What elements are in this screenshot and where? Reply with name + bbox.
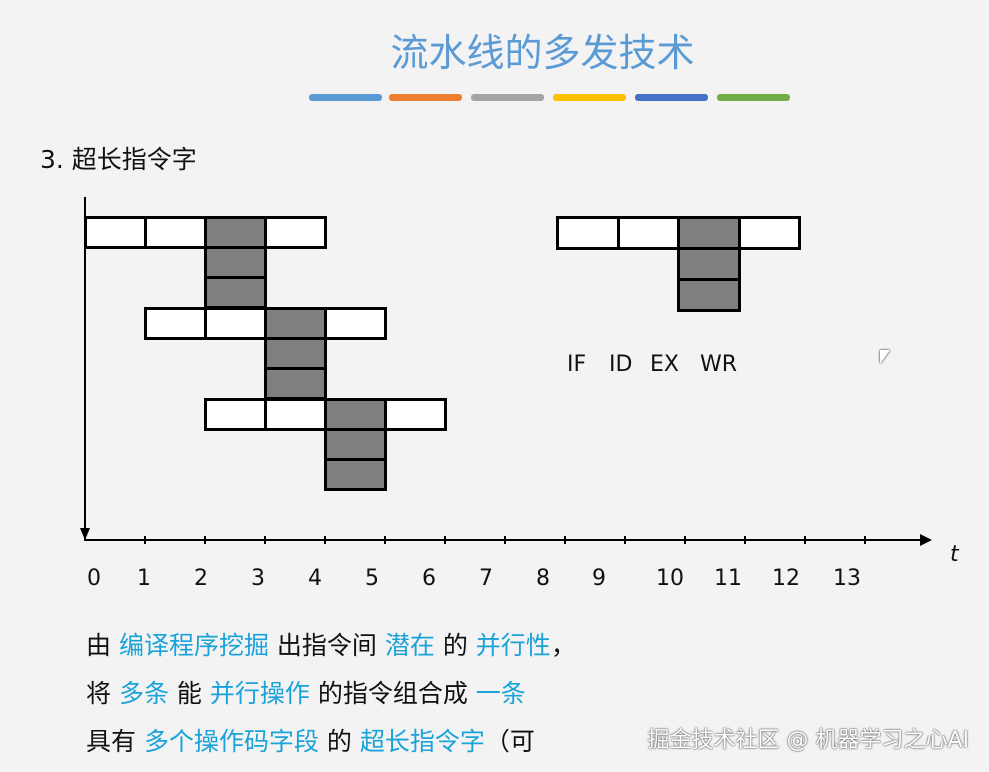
text-segment: 出指令间 (268, 631, 385, 660)
pipeline-stage-cell (84, 216, 147, 249)
tick-label: 13 (833, 566, 861, 591)
stage-label-id: ID (609, 352, 633, 377)
highlight-term: 多个操作码字段 (143, 727, 319, 756)
pipeline-stage-cell (264, 216, 327, 249)
accent-bar (635, 94, 708, 101)
stage-label-if: IF (567, 352, 587, 377)
axis-tick (684, 536, 686, 544)
tick-label: 7 (479, 566, 493, 591)
tick-label: 3 (251, 566, 265, 591)
slide-title: 流水线的多发技术 (390, 31, 695, 75)
pipeline-stage-cell (144, 216, 207, 249)
highlight-term: 多条 (118, 679, 169, 708)
axis-arrow-down-icon (80, 528, 90, 540)
axis-tick (264, 536, 266, 544)
stage-label-ex: EX (650, 352, 679, 377)
tick-label: 5 (365, 566, 379, 591)
pipeline-stage-cell (204, 398, 267, 431)
highlight-term: 并行性 (475, 631, 551, 660)
axis-tick (564, 536, 566, 544)
text-segment: 的指令组合成 (309, 679, 476, 708)
execute-stage-cell (677, 216, 741, 250)
section-heading: 3. 超长指令字 (40, 145, 197, 174)
axis-tick (744, 536, 746, 544)
t-label: t (950, 542, 959, 567)
text-segment: （可 (484, 727, 535, 756)
pipeline-stage-cell (324, 307, 387, 340)
text-segment: 的 (434, 631, 476, 660)
tick-label: 4 (308, 566, 322, 591)
execute-stage-cell (324, 398, 387, 431)
execute-stage-cell (677, 247, 741, 281)
axis-tick (324, 536, 326, 544)
accent-bar (389, 94, 462, 101)
tick-label: 2 (194, 566, 208, 591)
watermark: 掘金技术社区 @ 机器学习之心AI (647, 728, 969, 753)
axis-tick (204, 536, 206, 544)
tick-label: 0 (87, 566, 101, 591)
tick-label: 8 (536, 566, 550, 591)
text-segment: 的 (318, 727, 360, 756)
tick-label: 6 (422, 566, 436, 591)
execute-stage-cell (264, 307, 327, 340)
highlight-term: 超长指令字 (359, 727, 485, 756)
tick-label: 11 (714, 566, 742, 591)
axis-tick (384, 536, 386, 544)
pipeline-stage-cell (384, 398, 447, 431)
axis-tick (444, 536, 446, 544)
execute-stage-cell (324, 428, 387, 461)
text-line-2: 将 多条 能 并行操作 的指令组合成 一条 (86, 674, 526, 710)
execute-stage-cell (204, 276, 267, 309)
text-segment: 将 (86, 679, 119, 708)
axis-tick (624, 536, 626, 544)
execute-stage-cell (324, 458, 387, 491)
accent-bar (553, 94, 626, 101)
text-segment: 由 (86, 631, 119, 660)
pipeline-stage-cell (264, 398, 327, 431)
vertical-axis (84, 197, 86, 540)
execute-stage-cell (264, 367, 327, 400)
execute-stage-cell (204, 216, 267, 249)
highlight-term: 并行操作 (209, 679, 310, 708)
highlight-term: 编译程序挖掘 (118, 631, 269, 660)
execute-stage-cell (264, 337, 327, 370)
axis-tick (804, 536, 806, 544)
highlight-term: 潜在 (384, 631, 435, 660)
pipeline-stage-cell (556, 216, 620, 250)
axis-tick (504, 536, 506, 544)
text-line-3: 具有 多个操作码字段 的 超长指令字（可 (86, 722, 535, 758)
pipeline-stage-cell (204, 307, 267, 340)
execute-stage-cell (204, 246, 267, 279)
axis-tick (864, 536, 866, 544)
highlight-term: 一条 (475, 679, 526, 708)
text-segment: 能 (168, 679, 210, 708)
accent-bar (471, 94, 544, 101)
axis-tick (144, 536, 146, 544)
execute-stage-cell (677, 278, 741, 312)
text-line-1: 由 编译程序挖掘 出指令间 潜在 的 并行性， (86, 626, 576, 662)
pipeline-stage-cell (144, 307, 207, 340)
tick-label: 9 (592, 566, 606, 591)
axis-arrow-icon (920, 534, 932, 546)
pipeline-stage-cell (616, 216, 680, 250)
tick-label: 10 (656, 566, 684, 591)
pipeline-stage-cell (737, 216, 801, 250)
mouse-cursor-icon (880, 350, 890, 364)
accent-bar (309, 94, 382, 101)
accent-bar (717, 94, 790, 101)
stage-label-wr: WR (700, 352, 738, 377)
text-segment: ， (550, 631, 576, 660)
text-segment: 具有 (86, 727, 144, 756)
tick-label: 12 (772, 566, 800, 591)
tick-label: 1 (137, 566, 151, 591)
